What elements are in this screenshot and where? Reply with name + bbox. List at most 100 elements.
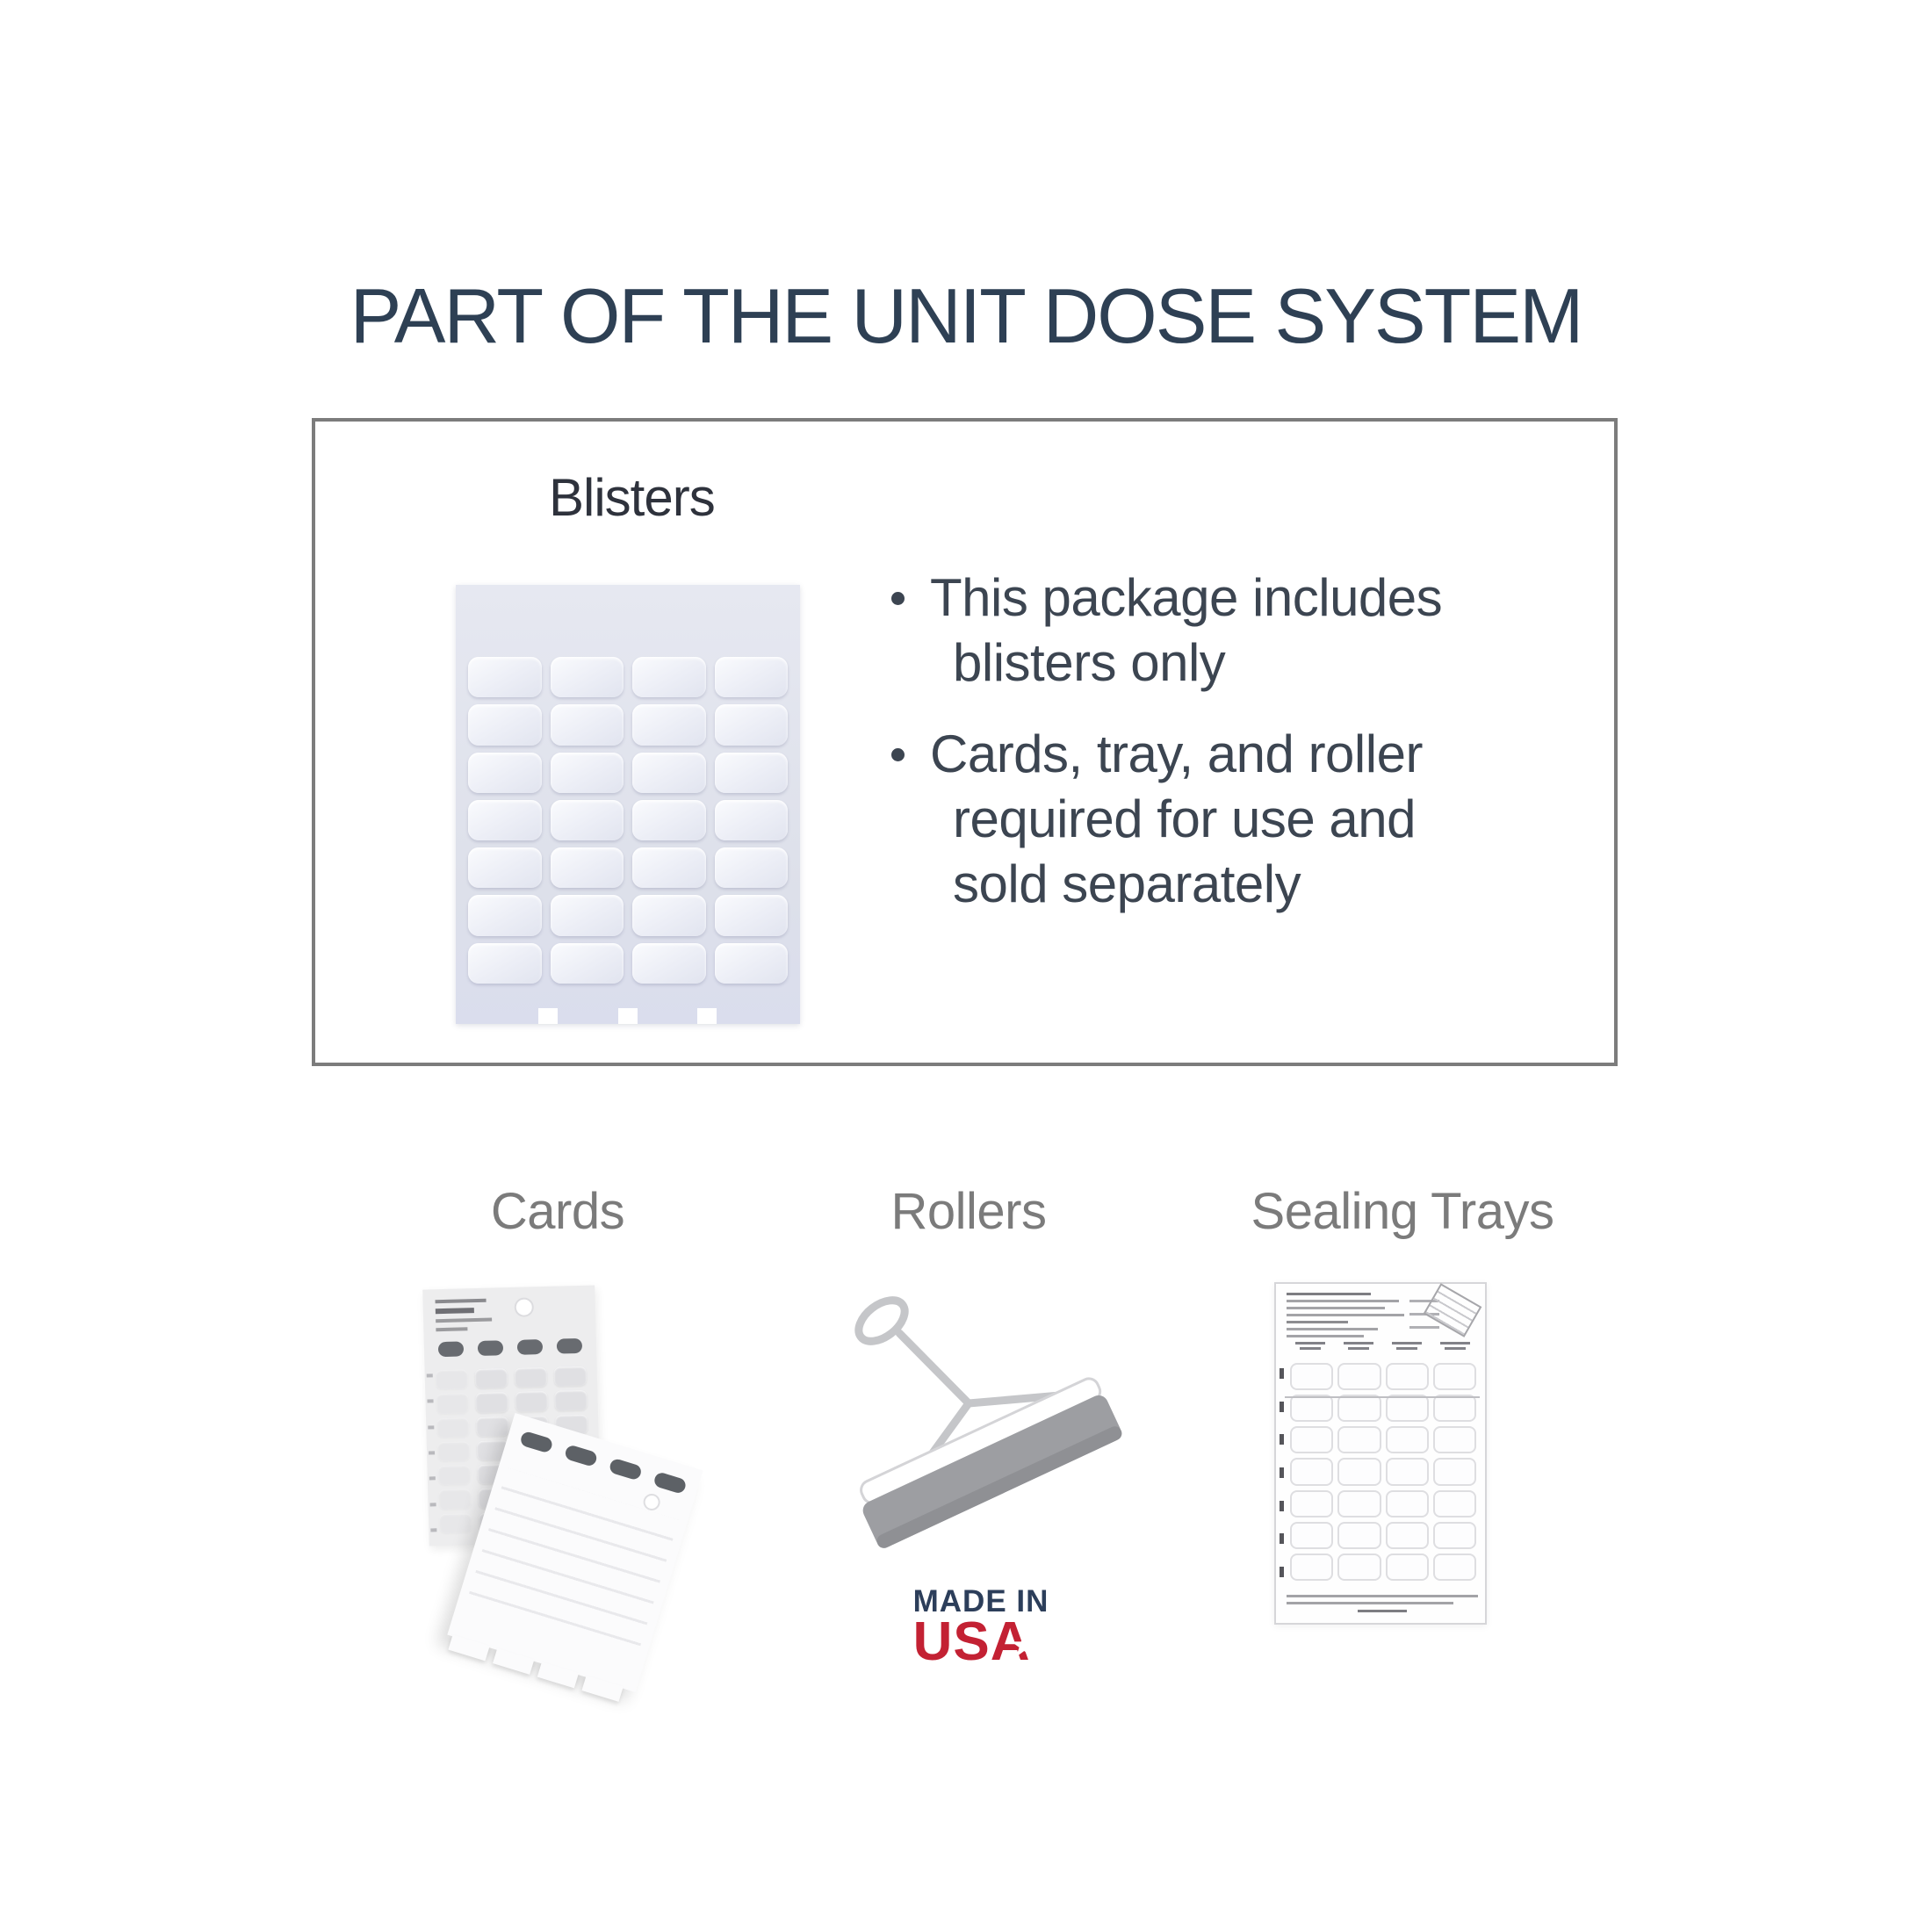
blister-cell	[468, 799, 542, 841]
tcell	[1432, 1489, 1476, 1517]
ccell	[437, 1465, 472, 1486]
sealing-tray-image	[1274, 1282, 1487, 1625]
blister-notch	[697, 1008, 717, 1024]
blister-cell	[468, 847, 542, 889]
bullet-line: blisters only	[953, 633, 1226, 692]
blister-cell	[714, 847, 788, 889]
tcell	[1290, 1521, 1334, 1549]
blister-cell	[550, 704, 624, 746]
tcell	[1337, 1521, 1381, 1549]
blister-cell	[468, 942, 542, 984]
blister-cell	[550, 799, 624, 841]
tcell	[1337, 1489, 1381, 1517]
tcell	[1290, 1458, 1334, 1486]
card-header-text	[435, 1298, 493, 1337]
blister-cell	[550, 942, 624, 984]
blister-pack-image	[456, 585, 800, 1024]
tcell	[1337, 1363, 1381, 1391]
tcell	[1385, 1426, 1429, 1454]
ccell	[553, 1366, 588, 1388]
tray-row-marks	[1280, 1368, 1284, 1577]
blister-cell	[714, 942, 788, 984]
ccell	[438, 1512, 472, 1534]
handle-loop-icon	[854, 1296, 909, 1345]
tcell	[1432, 1395, 1476, 1423]
blister-grid	[456, 657, 800, 984]
bullet-dot-icon	[891, 722, 930, 917]
blister-cell	[468, 657, 542, 698]
blister-notch	[618, 1008, 638, 1024]
tcell	[1432, 1363, 1476, 1391]
blister-cell	[714, 704, 788, 746]
blister-cell	[468, 752, 542, 793]
bullet-text: Cards, tray, and roller required for use…	[930, 722, 1423, 917]
pill	[556, 1337, 583, 1354]
tcell	[1385, 1489, 1429, 1517]
blister-cell	[632, 657, 706, 698]
ccell	[554, 1390, 588, 1411]
tcell	[1337, 1426, 1381, 1454]
ccell	[475, 1392, 508, 1413]
ccell	[436, 1417, 470, 1438]
ccell	[476, 1416, 509, 1437]
blister-cell	[632, 847, 706, 889]
blister-cell	[714, 895, 788, 936]
tcell	[1432, 1426, 1476, 1454]
tcell	[1290, 1489, 1334, 1517]
blister-cell	[632, 799, 706, 841]
tcell	[1432, 1521, 1476, 1549]
bullet-line: sold separately	[953, 854, 1301, 913]
blister-cell	[632, 704, 706, 746]
tcell	[1385, 1363, 1429, 1391]
blister-cell	[632, 895, 706, 936]
tcell	[1337, 1458, 1381, 1486]
card-oval-row	[424, 1337, 596, 1358]
tcell	[1290, 1363, 1334, 1391]
tcell	[1290, 1553, 1334, 1581]
blister-cell	[550, 752, 624, 793]
bullet-line: This package includes	[930, 568, 1443, 627]
tcell	[1385, 1458, 1429, 1486]
usa-letters: USA	[912, 1611, 1031, 1672]
roller-image	[854, 1296, 1122, 1548]
blister-cell	[714, 799, 788, 841]
pill	[516, 1339, 544, 1355]
pill	[563, 1444, 598, 1467]
pill	[437, 1341, 465, 1358]
tcell	[1385, 1395, 1429, 1423]
blister-cell	[632, 752, 706, 793]
cards-image	[373, 1273, 751, 1702]
blister-cell	[714, 657, 788, 698]
bullet-line: Cards, tray, and roller	[930, 724, 1423, 783]
tcell	[1290, 1395, 1334, 1423]
pill	[608, 1457, 643, 1481]
made-in-text: MADE IN	[912, 1584, 1049, 1618]
bullet-line: required for use and	[953, 789, 1417, 848]
usa-text: USA ★	[913, 1615, 1038, 1669]
bullet-dot-icon	[891, 566, 930, 696]
pill	[477, 1340, 504, 1356]
bullet-list: This package includes blisters only Card…	[891, 566, 1524, 917]
blister-cell	[632, 942, 706, 984]
tcell	[1290, 1426, 1334, 1454]
pill	[518, 1430, 554, 1454]
ccell	[474, 1368, 508, 1389]
blister-cell	[714, 752, 788, 793]
pill	[652, 1471, 688, 1495]
ccell	[514, 1366, 548, 1388]
tray-column-headers	[1288, 1342, 1476, 1352]
rollers-label: Rollers	[890, 1183, 1048, 1240]
bullet-text: This package includes blisters only	[930, 566, 1443, 696]
tray-instruction-text	[1287, 1293, 1404, 1342]
tray-footer-text	[1287, 1590, 1478, 1612]
tray-divider-line	[1285, 1396, 1480, 1398]
bullet-item: This package includes blisters only	[891, 566, 1524, 696]
bullet-item: Cards, tray, and roller required for use…	[891, 722, 1524, 917]
cards-label: Cards	[490, 1183, 625, 1240]
tcell	[1337, 1395, 1381, 1423]
star-icon: ★	[1011, 1629, 1038, 1662]
tcell	[1385, 1521, 1429, 1549]
ccell	[435, 1369, 469, 1390]
tray-cell-grid	[1290, 1363, 1476, 1581]
